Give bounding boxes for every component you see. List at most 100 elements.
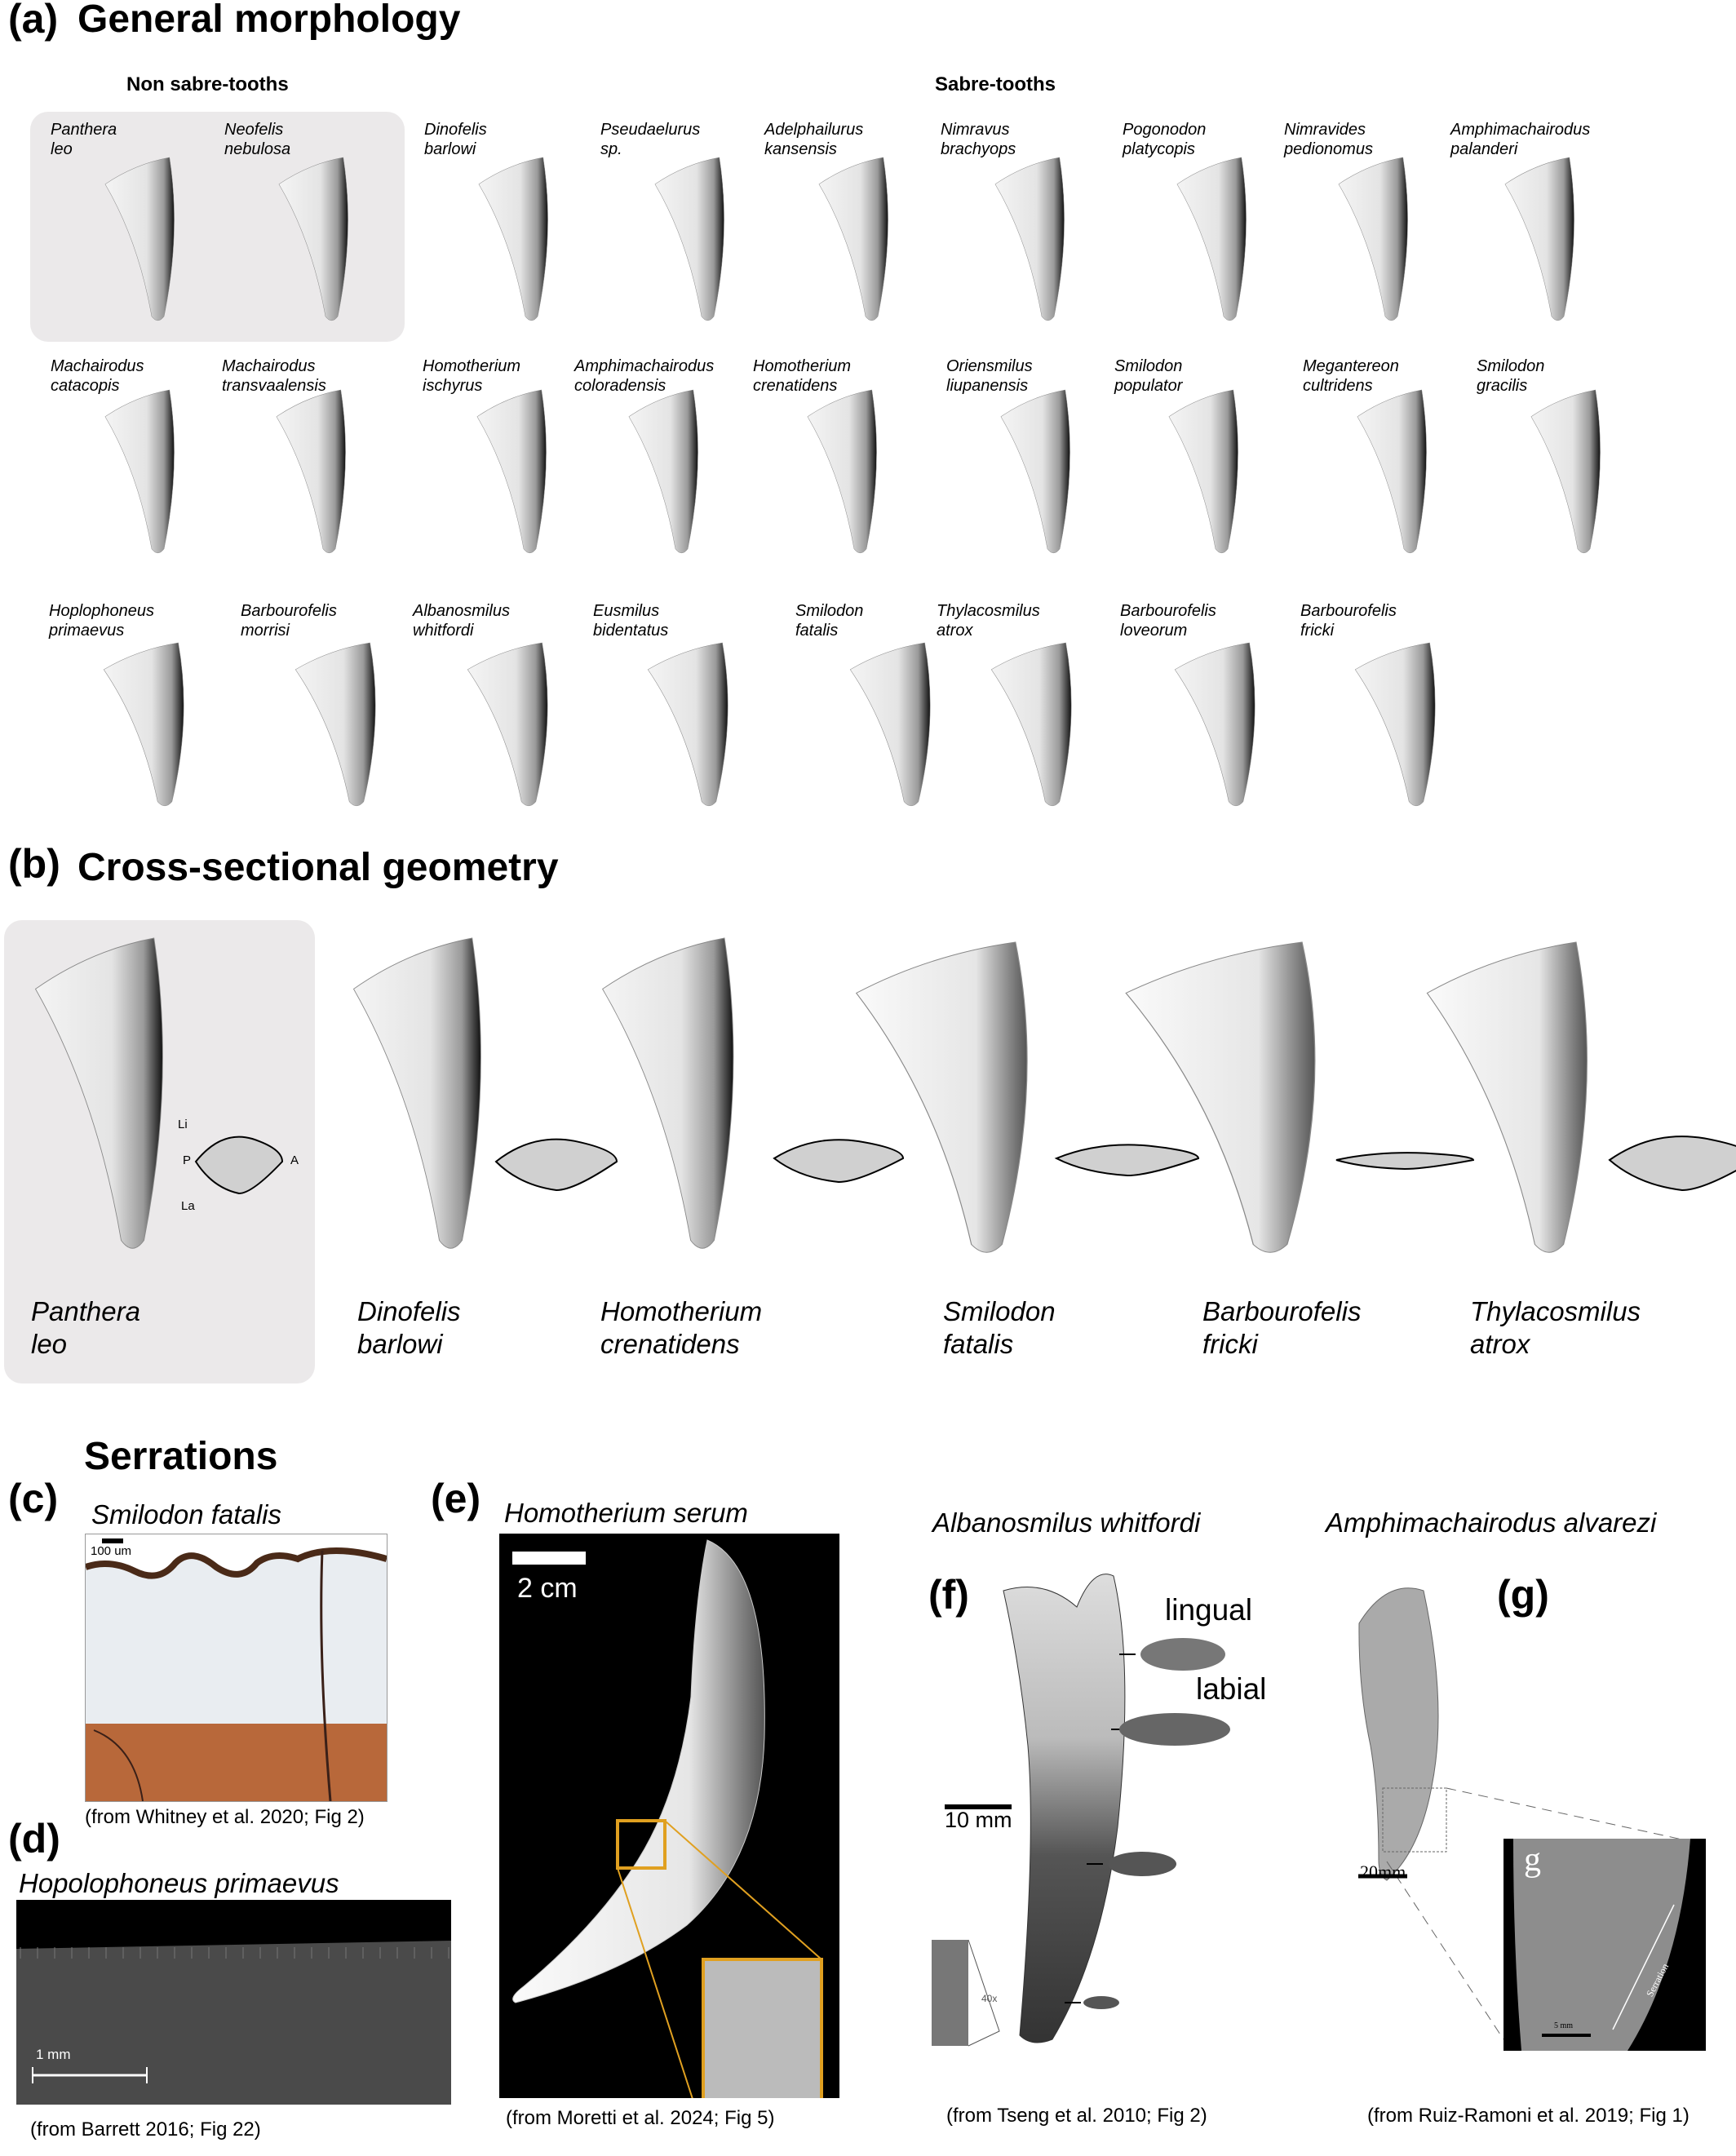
panel-g-scale-label: 20mm <box>1360 1862 1406 1882</box>
label-anterior: A <box>290 1153 299 1167</box>
cross-section-tooth-dinofelis <box>352 937 481 1249</box>
genus: Barbourofelis <box>1300 602 1397 620</box>
cross-section-tooth-homotherium <box>601 937 734 1249</box>
tooth-homotherium-ischyrus <box>476 389 547 554</box>
tooth-smilodon-fatalis <box>849 642 931 807</box>
panel-a-title: General morphology <box>78 0 461 41</box>
species: loveorum <box>1120 622 1188 640</box>
tooth-pseudaelurus-sp <box>654 157 724 321</box>
specimen-label: Barbourofelis fricki <box>1300 601 1447 640</box>
tooth-adelphailurus-kansensis <box>818 157 888 321</box>
species: atrox <box>937 622 973 640</box>
genus: Megantereon <box>1303 357 1399 375</box>
specimen-label: Homotherium crenatidens <box>753 356 900 396</box>
species: nebulosa <box>224 140 291 158</box>
species: palanderi <box>1450 140 1518 158</box>
genus: Hoplophoneus <box>49 602 154 620</box>
species: fricki <box>1300 622 1335 640</box>
species: sp. <box>600 140 622 158</box>
genus: Smilodon <box>1114 357 1183 375</box>
panel-c-scale-label: 100 um <box>91 1544 132 1558</box>
genus: Nimravides <box>1284 121 1366 139</box>
specimen-label: Eusmilus bidentatus <box>593 601 740 640</box>
cross-section-tooth-panthera <box>34 937 163 1249</box>
species: morrisi <box>241 622 290 640</box>
genus: Barbourofelis <box>1120 602 1216 620</box>
panel-c-label: (c) <box>8 1476 59 1521</box>
species: populator <box>1114 377 1183 395</box>
cross-section-tooth-thylacosmilus <box>1426 941 1588 1253</box>
panel-f-species: Albanosmilus whitfordi <box>932 1507 1201 1538</box>
panel-f-source: (from Tseng et al. 2010; Fig 2) <box>946 2105 1207 2127</box>
tooth-pogonodon-platycopis <box>1176 157 1247 321</box>
panel-g-inset-label: g <box>1524 1841 1541 1879</box>
specimen-label: Barbourofelis loveorum <box>1120 601 1267 640</box>
panel-e-scale-label: 2 cm <box>517 1573 578 1604</box>
genus: Oriensmilus <box>946 357 1033 375</box>
group-non-sabre-label: Non sabre-tooths <box>126 73 289 95</box>
species: liupanensis <box>946 377 1029 395</box>
specimen-label: Hoplophoneus primaevus <box>49 601 196 640</box>
species: pedionomus <box>1284 140 1373 158</box>
species: crenatidens <box>600 1329 740 1359</box>
cross-section-outline <box>1335 1152 1475 1171</box>
tooth-albanosmilus-whitfordi <box>467 642 548 807</box>
panel-g-inset-scale: 5 mm <box>1554 2021 1574 2030</box>
genus: Smilodon <box>1477 357 1545 375</box>
serrations-title: Serrations <box>84 1435 278 1478</box>
genus: Pogonodon <box>1123 121 1207 139</box>
cross-section-outline <box>494 1138 618 1192</box>
species: fricki <box>1202 1329 1258 1359</box>
species: platycopis <box>1123 140 1195 158</box>
panel-g-species: Amphimachairodus alvarezi <box>1326 1507 1657 1538</box>
species: catacopis <box>51 377 120 395</box>
genus: Eusmilus <box>593 602 660 620</box>
tooth-smilodon-populator <box>1168 389 1238 554</box>
species: crenatidens <box>753 377 838 395</box>
species: fatalis <box>943 1329 1014 1359</box>
homotherium-serration-image: 2 cm <box>499 1534 839 2098</box>
species: bidentatus <box>593 622 669 640</box>
panel-e-species: Homotherium serum <box>504 1498 748 1528</box>
panel-b-title: Cross-sectional geometry <box>78 846 559 889</box>
tooth-homotherium-crenatidens <box>807 389 877 554</box>
genus: Machairodus <box>222 357 316 375</box>
panel-f-label: (f) <box>928 1572 969 1618</box>
albanosmilus-tooth-image <box>932 1574 1230 2047</box>
genus: Barbourofelis <box>1202 1296 1362 1326</box>
genus: Homotherium <box>753 357 852 375</box>
tooth-amphimachairodus-palanderi <box>1504 157 1574 321</box>
tooth-smilodon-gracilis <box>1530 389 1601 554</box>
panel-f-scale-label: 10 mm <box>945 1808 1012 1832</box>
group-sabre-label: Sabre-tooths <box>935 73 1056 95</box>
species: barlowi <box>424 140 476 158</box>
genus: Nimravus <box>941 121 1010 139</box>
panel-e-source: (from Moretti et al. 2024; Fig 5) <box>506 2107 775 2129</box>
genus: Homotherium <box>600 1296 763 1326</box>
tooth-panthera-leo <box>104 157 175 321</box>
genus: Panthera <box>31 1296 140 1326</box>
tooth-nimravus-brachyops <box>994 157 1065 321</box>
species: barlowi <box>357 1329 443 1359</box>
hoplophoneus-serration-image: 1 mm <box>16 1900 451 2105</box>
specimen-label: Oriensmilus liupanensis <box>946 356 1093 396</box>
species: primaevus <box>49 622 125 640</box>
tooth-machairodus-transvaalensis <box>276 389 346 554</box>
cross-section-outline <box>194 1136 284 1195</box>
